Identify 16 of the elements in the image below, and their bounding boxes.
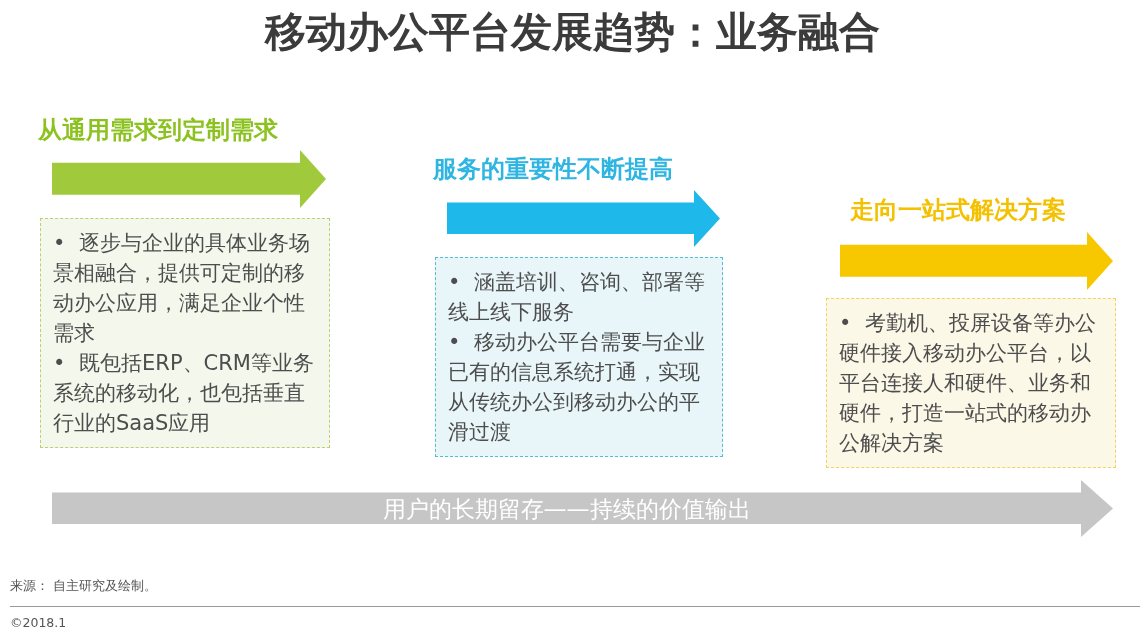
bullet-text: • 考勤机、投屏设备等办公硬件接入移动办公平台，以平台连接人和硬件、业务和硬件，打造一站式的移动办公解决方案 <box>839 310 1098 457</box>
arrow-text: 用户的长期留存——持续的价值输出 <box>381 494 752 524</box>
title: 移动办公平台发展趋势：业务融合 <box>263 7 881 58</box>
stage-heading: 走向一站式解决方案 <box>850 195 1066 226</box>
dashed-text-panel <box>435 257 723 457</box>
bullet-text: • 逐步与企业的具体业务场景相融合，提供可定制的移动办公应用，满足企业个性需求 <box>53 230 312 347</box>
bullet-text: • 既包括ERP、CRM等业务系统的移动化，也包括垂直行业的SaaS应用 <box>53 350 315 437</box>
dashed-text-panel <box>40 218 330 448</box>
source-note: 来源： 自主研究及绘制。 <box>10 578 157 594</box>
bullet-text: • 移动办公平台需要与企业已有的信息系统打通，实现从传统办公到移动办公的平滑过渡 <box>448 329 707 446</box>
copyright-text: ©2018.1 <box>10 615 67 631</box>
stage-heading: 服务的重要性不断提高 <box>433 154 673 185</box>
bullet-text: • 涵盖培训、咨询、部署等线上线下服务 <box>448 269 707 326</box>
stage-heading: 从通用需求到定制需求 <box>38 115 278 146</box>
block-arrow <box>52 480 1113 537</box>
dashed-text-panel <box>826 298 1116 468</box>
